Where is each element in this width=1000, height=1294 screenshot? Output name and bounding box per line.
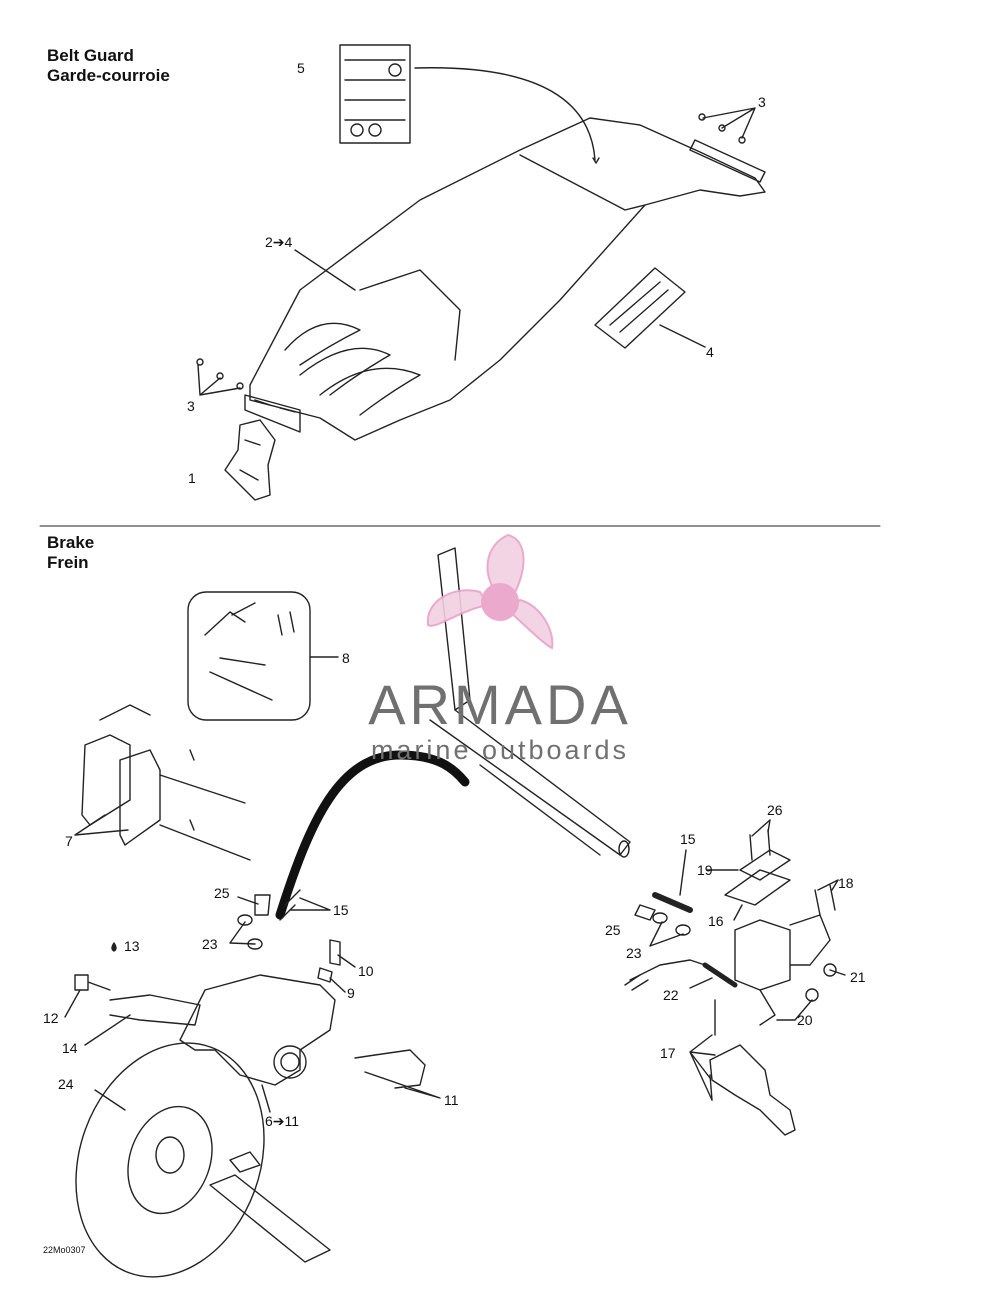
callout-3-top: 3 <box>758 94 766 110</box>
callout-14: 14 <box>62 1040 78 1056</box>
drive-shaft <box>209 1151 331 1263</box>
lever-kit-box <box>187 591 311 721</box>
callout-13: 13 <box>124 938 140 954</box>
callout-12: 12 <box>43 1010 59 1026</box>
brake-hose <box>275 750 470 921</box>
belt-guard-heading: Belt Guard Garde-courroie <box>47 46 170 86</box>
callout-24: 24 <box>58 1076 74 1092</box>
callout-18: 18 <box>838 875 854 891</box>
watermark-brand-name: ARMADA <box>368 673 632 736</box>
watermark-tagline: marine outboards <box>370 735 630 765</box>
callout-9: 9 <box>347 985 355 1001</box>
callout-21: 21 <box>850 969 866 985</box>
callout-10: 10 <box>358 963 374 979</box>
handlebar <box>429 547 631 858</box>
brake-title-fr: Frein <box>47 553 89 572</box>
master-cylinder <box>652 829 837 1026</box>
callout-25-left: 25 <box>214 885 230 901</box>
caliper-bolt <box>74 942 117 991</box>
callout-2-4: 2➔4 <box>265 234 293 250</box>
callout-23-right: 23 <box>626 945 642 961</box>
brake-title-en: Brake <box>47 533 95 552</box>
callout-15-right: 15 <box>680 831 696 847</box>
callout-16: 16 <box>708 913 724 929</box>
warning-plate <box>594 267 686 349</box>
brake-cable-switch <box>624 959 706 991</box>
callout-19: 19 <box>697 862 713 878</box>
belt-guard-title-en: Belt Guard <box>47 46 134 65</box>
callout-26: 26 <box>767 802 783 818</box>
callout-17: 17 <box>660 1045 676 1061</box>
callout-3-left: 3 <box>187 398 195 414</box>
brake-lever <box>709 999 796 1136</box>
callout-1: 1 <box>188 470 196 486</box>
belt-guard-bracket <box>224 419 276 501</box>
callout-6-11: 6➔11 <box>265 1113 300 1129</box>
callout-22: 22 <box>663 987 679 1003</box>
callout-23-left: 23 <box>202 936 218 952</box>
callout-20: 20 <box>797 1012 813 1028</box>
diagram-code: 22Mo0307 <box>43 1245 86 1255</box>
belt-guard-title-fr: Garde-courroie <box>47 66 170 85</box>
callout-8: 8 <box>342 650 350 666</box>
callout-7: 7 <box>65 833 73 849</box>
callout-4: 4 <box>706 344 714 360</box>
banjo-bolts <box>237 894 691 950</box>
callout-15-left: 15 <box>333 902 349 918</box>
brake-pads <box>81 704 251 861</box>
brake-heading: Brake Frein <box>47 533 94 573</box>
callout-5: 5 <box>297 60 305 76</box>
callout-25-right: 25 <box>605 922 621 938</box>
callout-11: 11 <box>444 1092 459 1108</box>
decal-label <box>339 44 411 144</box>
belt-guard-cover <box>244 117 766 441</box>
rear-hinge-plate <box>689 139 766 183</box>
brake-caliper <box>109 939 426 1089</box>
